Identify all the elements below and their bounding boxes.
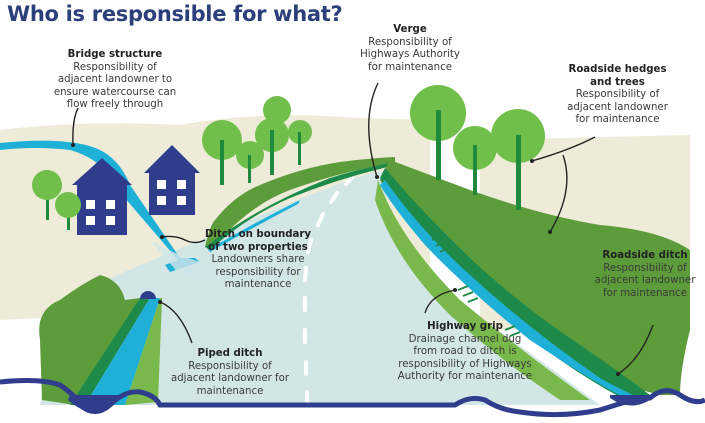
pipe — [140, 291, 156, 299]
right-hedge — [380, 160, 690, 395]
ditch-bottom-left — [68, 395, 125, 412]
piped-ditch-grass — [39, 275, 140, 405]
leader-roadside-ditch — [617, 324, 654, 375]
piped-ditch-verge — [125, 298, 162, 405]
road — [40, 172, 600, 405]
trees-left — [32, 170, 81, 230]
page-title: Who is responsible for what? — [7, 2, 343, 26]
leader-grip — [424, 289, 456, 314]
left-hedge — [205, 157, 395, 247]
house-1 — [72, 158, 132, 235]
stream-shallow — [150, 240, 292, 284]
trees-right — [410, 85, 545, 210]
label-boundary-ditch: Ditch on boundary of two properties Land… — [204, 229, 312, 291]
ditch-bottom-right — [610, 395, 650, 406]
label-piped-ditch: Piped ditch Responsibility of adjacent l… — [170, 348, 290, 397]
leader-boundary — [161, 235, 206, 244]
leader-hedges-2 — [549, 154, 568, 233]
leader-dots — [71, 143, 620, 376]
label-roadside-ditch: Roadside ditch Responsibility of adjacen… — [594, 250, 696, 299]
label-bridge-structure: Bridge structure Responsibility of adjac… — [53, 49, 177, 111]
road-centre-line — [303, 176, 354, 404]
house-1-windows — [86, 200, 115, 225]
piped-ditch-water — [85, 298, 160, 405]
leader-bridge — [72, 107, 79, 146]
leader-lines — [72, 82, 654, 375]
leader-verge — [368, 82, 379, 178]
piped-ditch-bank — [70, 298, 150, 405]
label-verge: Verge Responsibility of Highways Authori… — [360, 24, 460, 73]
trees-middle — [202, 96, 312, 185]
leader-hedges — [531, 136, 596, 162]
label-highway-grip: Highway grip Drainage channel dug from r… — [397, 321, 533, 383]
label-roadside-hedges: Roadside hedges and trees Responsibility… — [567, 64, 668, 126]
house-2-windows — [157, 180, 186, 205]
highway-grip-stripes — [431, 235, 521, 337]
leader-piped — [159, 301, 193, 344]
